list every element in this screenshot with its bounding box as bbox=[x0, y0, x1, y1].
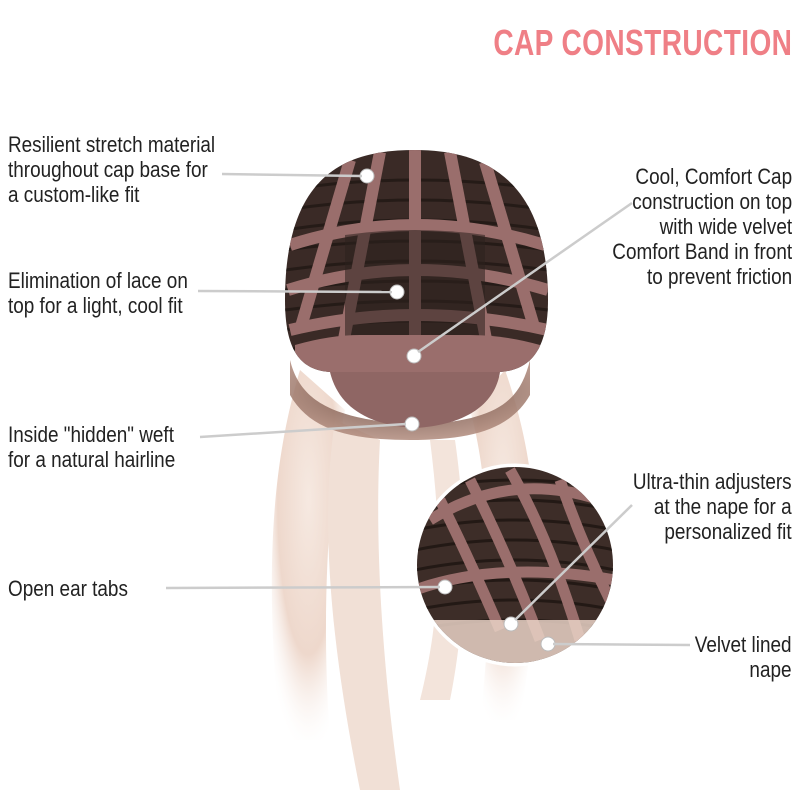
callout-ear-tabs: Open ear tabs bbox=[8, 576, 128, 601]
callout-stretch-material: Resilient stretch material throughout ca… bbox=[8, 132, 216, 207]
callout-no-lace: Elimination of lace on top for a light, … bbox=[8, 268, 188, 318]
leader-lines bbox=[165, 172, 691, 647]
page-title: CAP CONSTRUCTION bbox=[492, 22, 792, 63]
callout-comfort-cap: Cool, Comfort Cap construction on top wi… bbox=[612, 164, 792, 289]
callout-nape-adjusters: Ultra-thin adjusters at the nape for a p… bbox=[633, 469, 792, 544]
callout-hidden-weft: Inside "hidden" weft for a natural hairl… bbox=[8, 422, 176, 472]
wig-cap-top-view bbox=[285, 150, 548, 432]
callout-velvet-nape: Velvet lined nape bbox=[695, 632, 792, 682]
